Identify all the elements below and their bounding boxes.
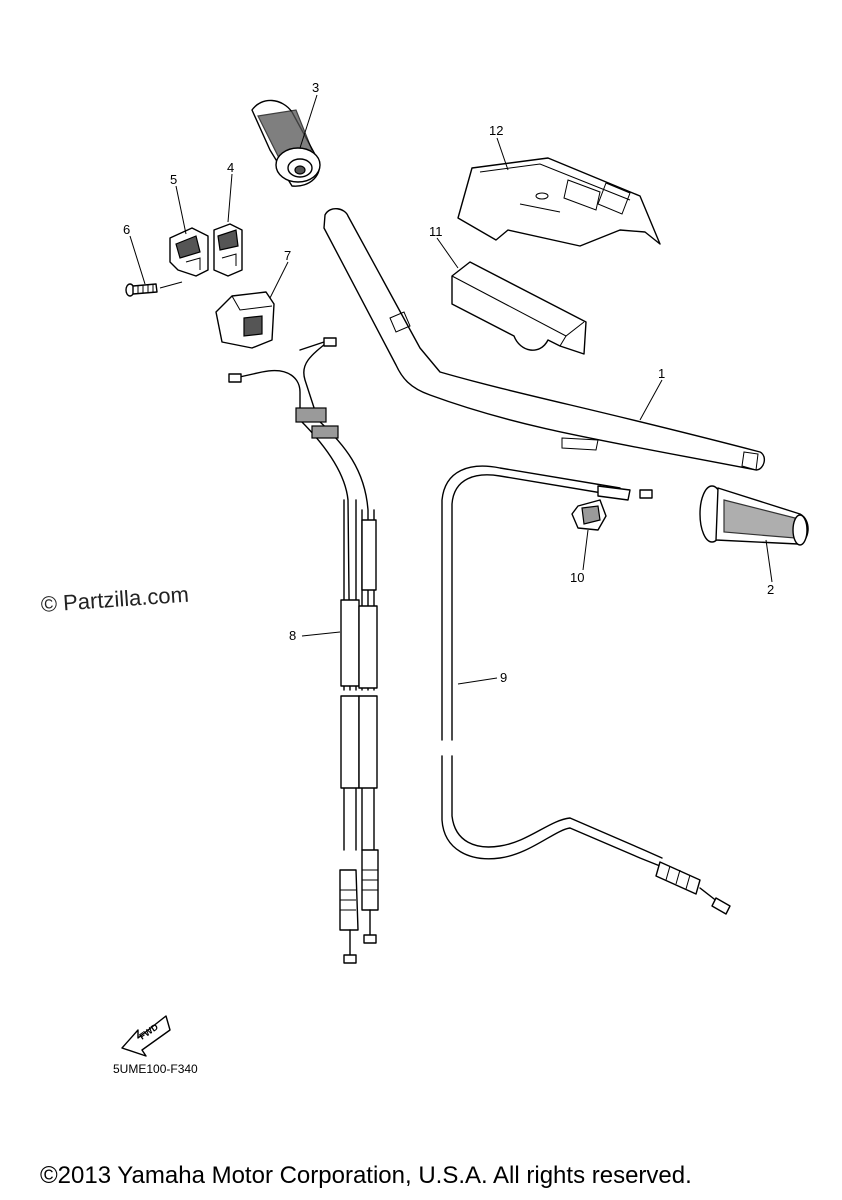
callout-3: 3	[312, 80, 319, 95]
pad-cover-part-12[interactable]	[457, 157, 661, 247]
callout-7: 7	[284, 248, 291, 263]
callout-1: 1	[658, 366, 665, 381]
throttle-grip-part-3[interactable]	[251, 99, 321, 187]
callout-10: 10	[570, 570, 584, 585]
callout-9: 9	[500, 670, 507, 685]
callout-12: 12	[489, 123, 503, 138]
callout-2: 2	[767, 582, 774, 597]
fwd-arrow-icon: FWD	[121, 1015, 171, 1057]
throttle-housing-part-5[interactable]	[169, 227, 209, 277]
screw-part-6[interactable]	[125, 283, 158, 297]
clutch-cable-part-9[interactable]	[441, 465, 731, 915]
callout-11: 11	[429, 224, 443, 239]
callout-5: 5	[170, 172, 177, 187]
diagram-code: 5UME100-F340	[113, 1062, 198, 1076]
left-grip-part-2[interactable]	[699, 485, 809, 546]
copyright-notice: ©2013 Yamaha Motor Corporation, U.S.A. A…	[40, 1162, 692, 1189]
handlebar-part-1[interactable]	[323, 208, 766, 471]
callout-6: 6	[123, 222, 130, 237]
cable-adjuster-part-10[interactable]	[571, 499, 607, 531]
housing-lower-part-4[interactable]	[213, 223, 243, 277]
callout-4: 4	[227, 160, 234, 175]
callout-8: 8	[289, 628, 296, 643]
pad-part-11[interactable]	[451, 261, 587, 355]
throttle-cable-part-8[interactable]	[228, 337, 379, 964]
collar-part-7[interactable]	[215, 291, 275, 349]
